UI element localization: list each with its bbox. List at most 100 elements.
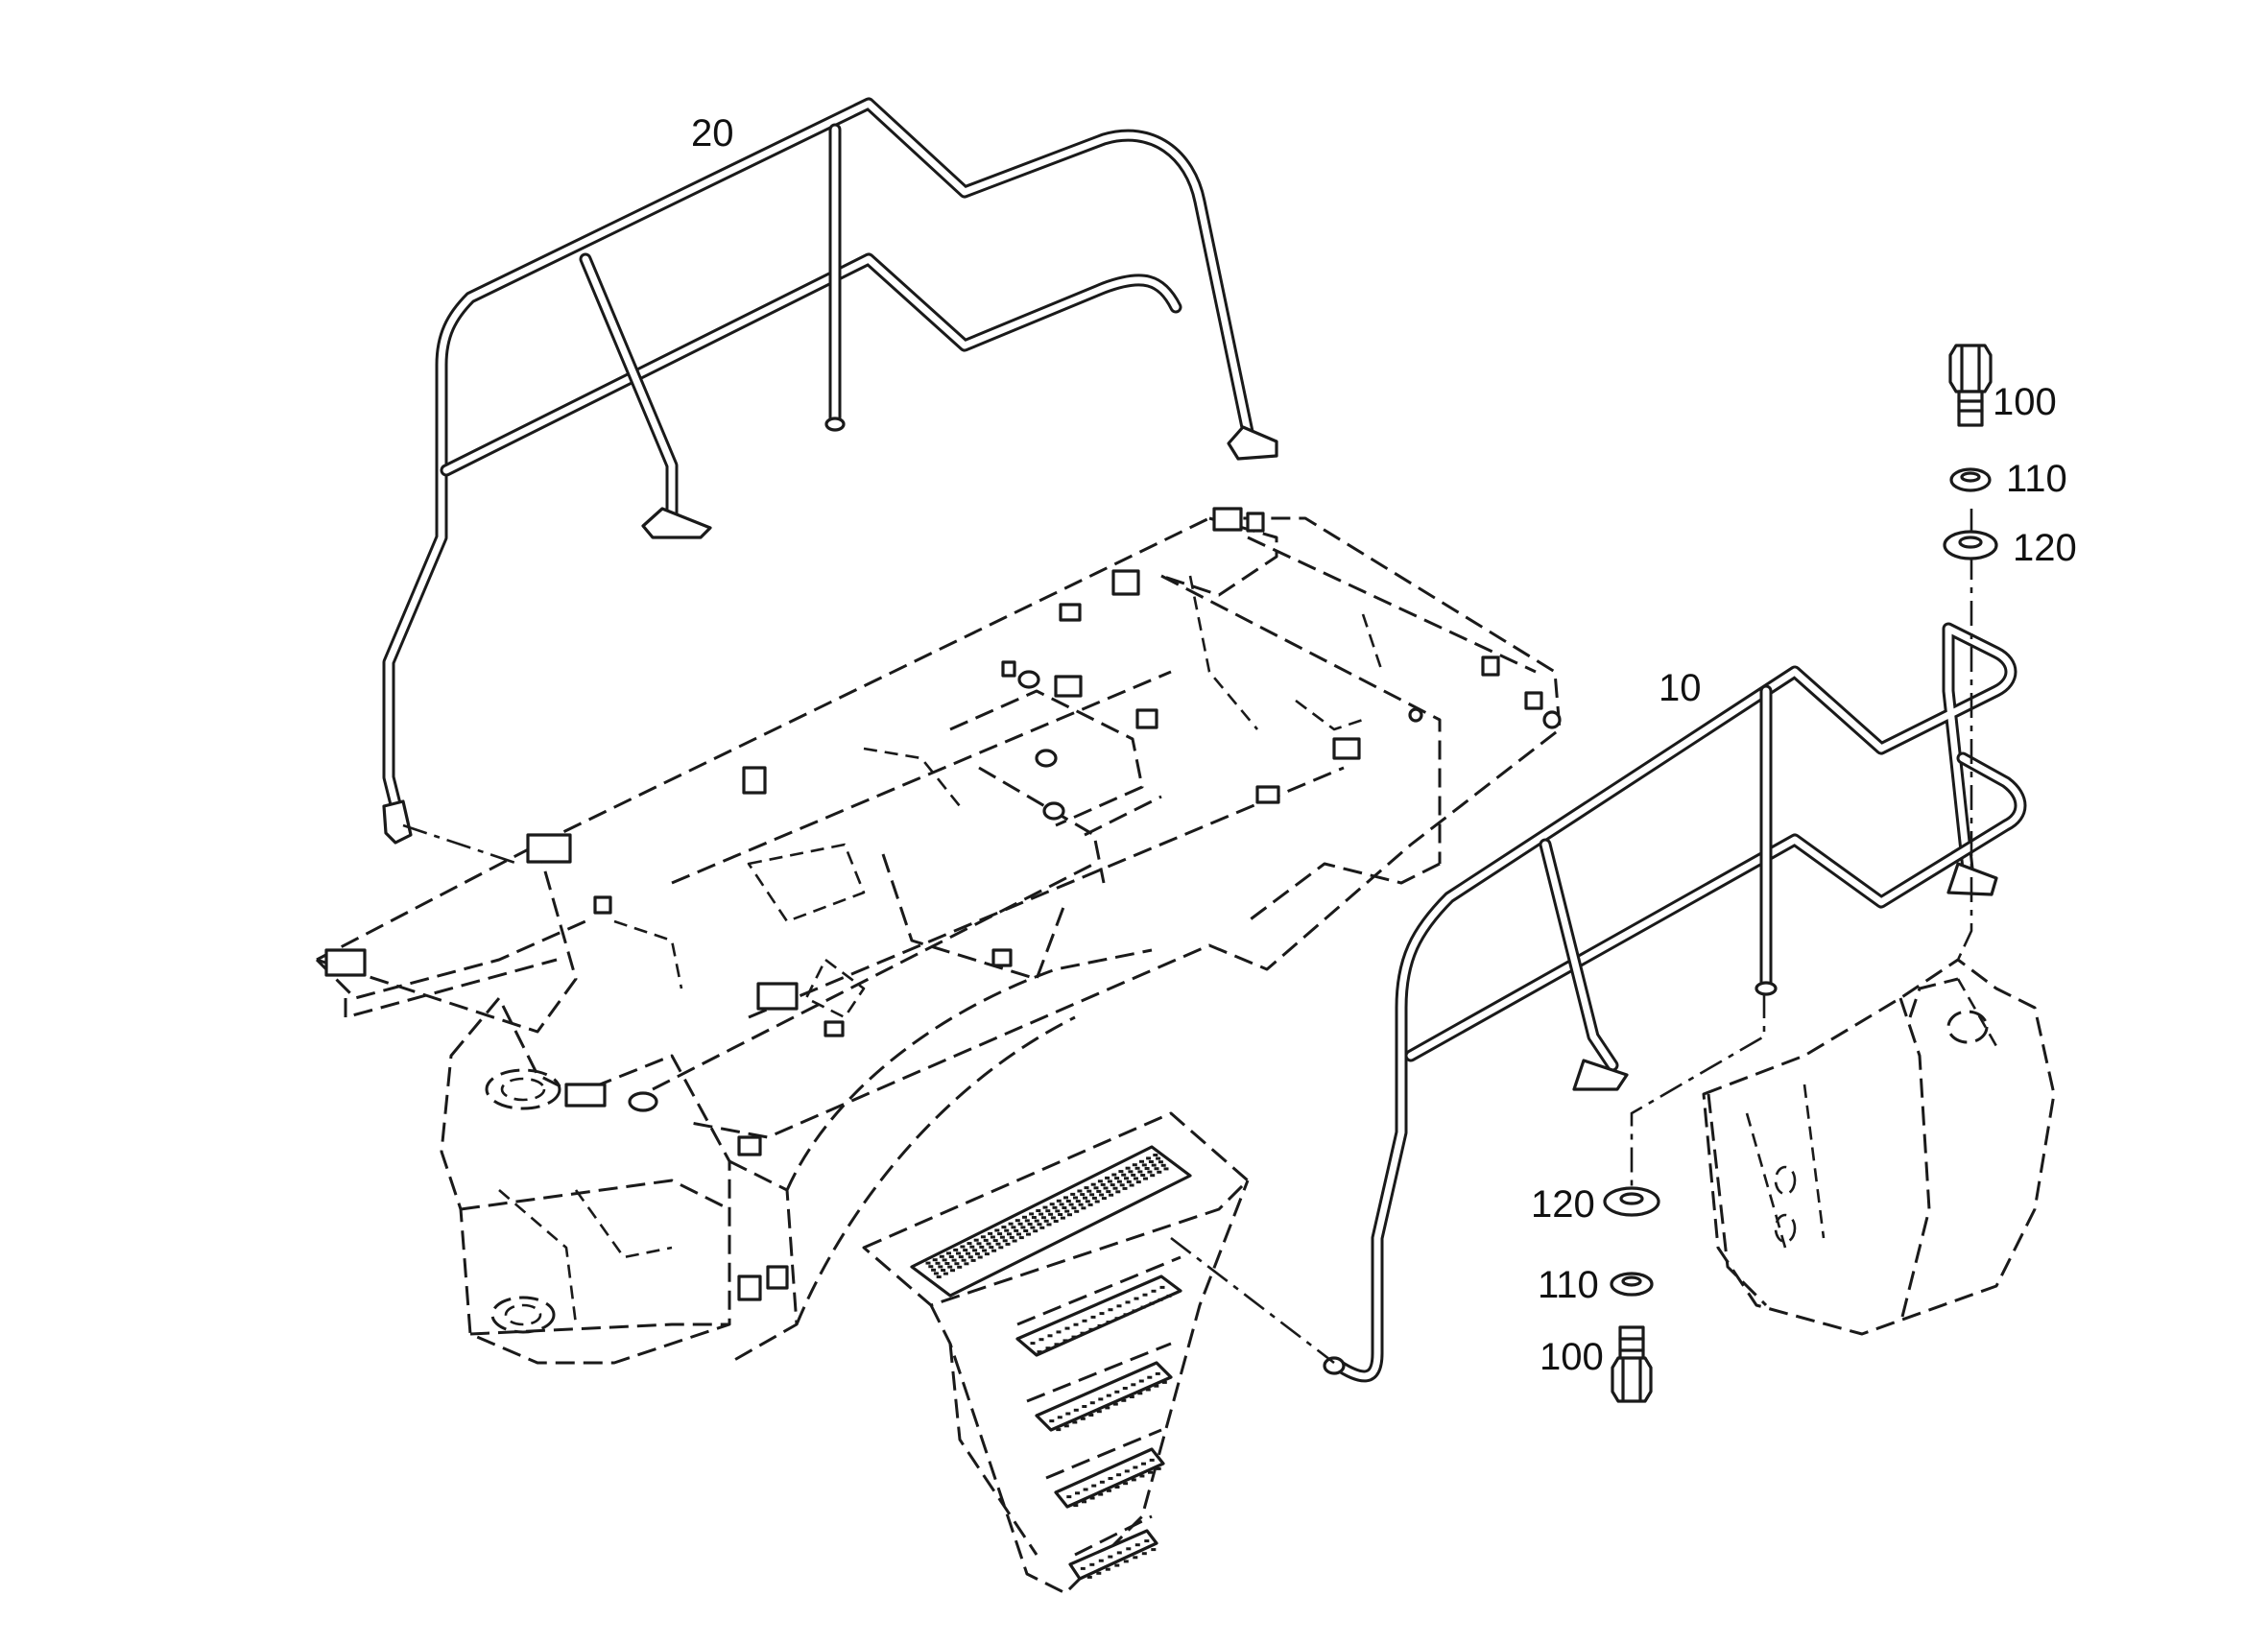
tread-grip-mark: [1080, 1566, 1086, 1570]
right-housing: [1702, 958, 2056, 1336]
tread-grip-mark: [1155, 1371, 1160, 1375]
tread-grip-mark: [991, 1249, 997, 1252]
tread-grip-mark: [997, 1232, 1003, 1236]
tread-grip-mark: [1156, 1466, 1161, 1470]
tread-grip-mark: [947, 1265, 953, 1269]
tread-grip-mark: [990, 1235, 995, 1239]
tread-grip-mark: [1090, 1182, 1096, 1186]
tread-grip-mark: [1135, 1180, 1141, 1184]
tread-grip-mark: [1024, 1219, 1030, 1223]
tread-grip-mark: [1153, 1154, 1158, 1156]
tread-grip-mark: [1045, 1346, 1051, 1350]
tread-grip-mark: [1060, 1216, 1065, 1220]
tread-grip-mark: [1030, 1226, 1036, 1229]
tread-grip-mark: [951, 1258, 957, 1262]
tread-grip-mark: [1039, 1212, 1044, 1216]
tread-grip-mark: [1068, 1203, 1074, 1206]
tread-grip-mark: [1080, 1331, 1086, 1335]
tread-grip-mark: [1089, 1401, 1095, 1405]
tread-grip-mark: [1118, 1170, 1124, 1174]
tread-grip-mark: [1116, 1179, 1122, 1183]
tread-grip-mark: [1001, 1226, 1007, 1229]
tread-grip-mark: [1142, 1293, 1148, 1297]
tread-grip-mark: [1080, 1193, 1086, 1197]
tread-grip-mark: [932, 1258, 938, 1262]
tread-grip-mark: [1093, 1186, 1099, 1190]
fastener-stack-bottom: [1603, 1186, 1660, 1403]
tread-grip-mark: [1089, 1496, 1095, 1500]
tread-grip-mark: [1125, 1166, 1131, 1170]
tread-grip-mark: [1008, 1222, 1014, 1226]
tread-grip-mark: [1094, 1200, 1100, 1203]
tread-grip-mark: [1084, 1186, 1089, 1190]
tread-grip-mark: [1071, 1206, 1077, 1210]
tread-grip-mark: [1031, 1216, 1037, 1219]
tread-grip-mark: [1037, 1350, 1042, 1354]
callout-120-bottom: 120: [1531, 1183, 1595, 1226]
tread-grip-mark: [1154, 1167, 1159, 1171]
tread-grip-mark: [1097, 1179, 1103, 1183]
tread-grip-mark: [1017, 1222, 1023, 1226]
handrail-20: [382, 97, 1278, 845]
tread-grip-mark: [1144, 1167, 1150, 1170]
tread-grip-mark: [1106, 1190, 1111, 1194]
tread-grip-mark: [1059, 1203, 1064, 1206]
tread-grip-mark: [1163, 1167, 1169, 1171]
tread-grip-mark: [1124, 1177, 1129, 1180]
tread-grip-mark: [1067, 1213, 1072, 1217]
tread-grip-mark: [976, 1242, 982, 1246]
tread-grip-mark: [1156, 1156, 1161, 1160]
tread-grip-mark: [1049, 1419, 1055, 1423]
tread-grip-mark: [1042, 1205, 1048, 1209]
tread-grip-mark: [933, 1272, 939, 1275]
tread-grip-mark: [1114, 1317, 1120, 1321]
tread-grip-mark: [1005, 1242, 1011, 1246]
tread-grip-mark: [954, 1262, 960, 1266]
tread-grip-mark: [1057, 1416, 1062, 1419]
tread-grip-mark: [1145, 1388, 1151, 1392]
tread-grip-mark: [1062, 1339, 1068, 1343]
tread-grip-mark: [1105, 1567, 1110, 1571]
tread-grip-mark: [998, 1246, 1004, 1250]
tread-grip-mark: [1091, 1196, 1097, 1200]
tread-grip-mark: [1114, 1177, 1120, 1180]
tread-grip-mark: [969, 1245, 975, 1249]
tread-grip-mark: [957, 1265, 963, 1269]
callout-labels: 20 10 100 110 120 120 110 100: [691, 112, 2077, 1378]
tread-grip-mark: [1029, 1212, 1035, 1216]
tread-grip-mark: [1149, 1301, 1155, 1305]
tread-grip-mark: [1124, 1469, 1130, 1473]
tread-grip-mark: [1033, 1229, 1039, 1233]
tread-grip-mark: [1045, 1209, 1051, 1213]
tread-grip-mark: [999, 1235, 1005, 1239]
tread-grip-mark: [1112, 1402, 1118, 1406]
tread-grip-mark: [935, 1261, 941, 1265]
tread-grip-mark: [1166, 1294, 1172, 1298]
tread-grip-mark: [1106, 1321, 1111, 1324]
tread-grip-mark: [1160, 1163, 1166, 1167]
tread-grip-mark: [1086, 1575, 1092, 1579]
tread-grip-mark: [956, 1251, 961, 1255]
tread-grip-mark: [1073, 1504, 1079, 1508]
tread-grip-mark: [1023, 1229, 1029, 1232]
tread-grip-mark: [1108, 1555, 1113, 1559]
tread-grip-mark: [936, 1275, 942, 1278]
tread-grip-mark: [942, 1258, 947, 1262]
tread-grip-mark: [1078, 1203, 1084, 1206]
tread-grip-mark: [973, 1238, 979, 1242]
tread-grip-mark: [958, 1255, 964, 1259]
tread-grip-mark: [1122, 1387, 1128, 1390]
tread-grip-mark: [1154, 1384, 1159, 1388]
tread-grip-mark: [1121, 1173, 1127, 1177]
tread-grip-mark: [950, 1269, 955, 1273]
tread-grip-mark: [1151, 1163, 1157, 1167]
tread-grip-mark: [1110, 1183, 1115, 1187]
tread-grip-mark: [1096, 1410, 1102, 1414]
callout-110-bottom: 110: [1538, 1264, 1599, 1306]
tread-grip-mark: [1149, 1458, 1155, 1462]
tread-grip-mark: [1039, 1226, 1045, 1229]
tread-grip-mark: [1161, 1380, 1167, 1384]
tread-grip-mark: [1107, 1179, 1112, 1183]
tread-grip-mark: [1080, 1417, 1086, 1420]
